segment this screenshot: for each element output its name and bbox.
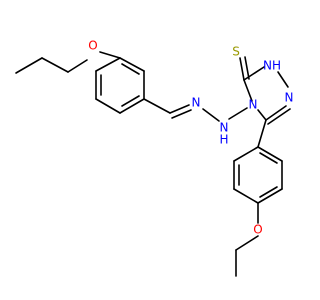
bond-n-n	[202, 108, 220, 122]
bond-triazole-ring2	[257, 119, 267, 148]
upper-benzene-ring	[95, 57, 145, 114]
bond-o-ring	[99, 51, 121, 59]
triazole-ring	[243, 66, 291, 125]
bond-o-ethyl	[235, 235, 259, 251]
bond-propyl-c1-c2	[15, 57, 43, 74]
atom-n-azomethine: N	[192, 96, 201, 110]
lower-benzene-ring	[233, 146, 283, 204]
bond-nh-nring	[228, 107, 248, 120]
bond-propyl-c3-o	[67, 59, 88, 73]
bond-ch-n-double-b	[171, 109, 192, 119]
atom-n-hydrazine: N	[220, 121, 229, 135]
atom-n-ring4: N	[249, 98, 258, 112]
atom-o-propoxy: O	[88, 39, 97, 53]
bond-ch-n-double-a	[169, 104, 190, 114]
atom-o-ethoxy: O	[253, 223, 262, 237]
bond-cs-double-a	[239, 57, 245, 81]
bond-ring-ch	[143, 98, 171, 114]
molecule-drawing: O N N H N S NH N O	[15, 39, 294, 277]
atom-h-hydrazine: H	[219, 133, 228, 147]
molecule-structure: O N N H N S NH N O	[15, 38, 294, 277]
bond-propyl-c2-c3	[41, 57, 69, 73]
atom-nh-ring: NH	[263, 59, 281, 73]
atom-n-ring2: N	[285, 91, 294, 105]
atom-s-thione: S	[232, 45, 240, 59]
bond-cs-double-b	[244, 56, 250, 80]
